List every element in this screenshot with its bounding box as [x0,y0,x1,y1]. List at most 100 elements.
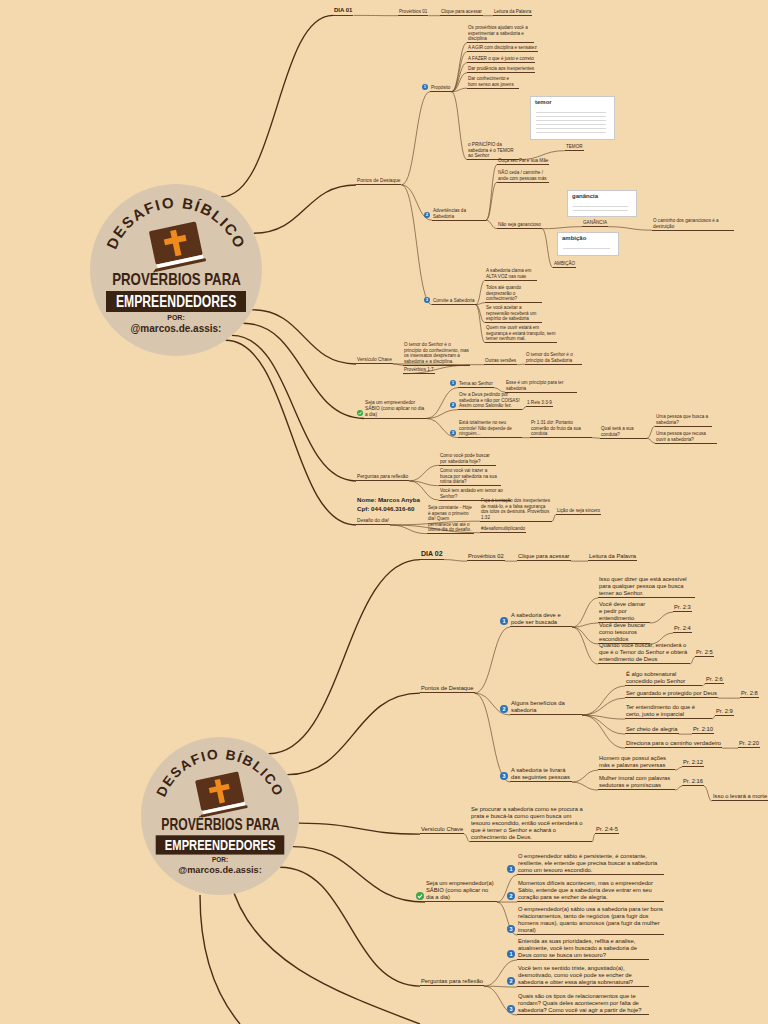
node-text: Seja constante - Hoje é apenas o primeir… [428,505,473,533]
image-card: temor [530,96,615,140]
node-text: Quais são os tipos de relacionamentos qu… [518,993,648,1014]
node-text: Está totalmente no seu controle! Não dep… [459,420,521,437]
branch-connector [409,465,439,481]
callout-number: 3 [500,772,508,780]
logo-row: POR: [141,856,299,862]
node-text: Fuja à tentação dos inexperientes de mat… [481,498,551,520]
logo-text: PROVÉRBIOS PARA [161,816,279,834]
node-text: É algo sobrenatural concedido pelo Senho… [626,671,701,685]
topic-node: Homem que possui ações más e palavras pe… [598,755,675,770]
branch-connector [299,823,420,834]
topic-node: Pr. 2:20 [738,740,760,748]
branch-connector [582,715,625,748]
topic-node: Pr. 2:8 [740,690,759,698]
topic-node: Tema ao Senhor [458,381,494,388]
node-text: Alguns benefícios da sabedoria [511,700,581,714]
node-text: Pr. 2:10 [693,726,713,733]
branch-connector [552,515,556,522]
topic-node: Dar prudência aos inexperientes [467,66,535,73]
topic-node: Seja um empreendedor(a) SÁBIO (como apli… [425,880,497,902]
topic-node: Fuja à tentação dos inexperientes de mat… [480,498,552,522]
topic-node: Clique para acessar [517,553,571,561]
topic-node: Qual será a sua conduta? [600,426,647,439]
node-text: Como você vai trazer a busca por sabedor… [440,468,500,485]
branch-connector [572,782,598,790]
logo-text: @marcos.de.assis: [178,865,262,875]
node-text: A sabedoria te livrará das seguintes pes… [511,767,571,781]
node-text: GANÂNCIA [583,220,607,226]
node-text: Isso quer dizer que está acessível para … [599,576,694,597]
topic-node: Pontos de Destaque [420,685,475,693]
callout-number: 2 [450,402,456,408]
node-text: Perguntas para reflexão [357,474,408,480]
logo-text: PROVÉRBIOS PARA [112,270,241,290]
branch-connector [522,437,530,438]
logo-content: DESAFIO BÍBLICOPROVÉRBIOS PARAEMPREENDED… [90,184,262,356]
node-text: Leitura da Palavra [494,9,531,15]
topic-node: Você deve buscar como tesouros escondido… [598,622,650,644]
branch-connector [476,305,485,343]
branch-connector [650,612,673,623]
node-text: Pr. 2:16 [683,778,703,785]
node-text: Uma pessoa que busca a sabedoria? [656,414,711,425]
branch-connector [572,623,598,627]
node-text: Dar prudência aos inexperientes [468,66,534,72]
node-text: Perguntas para reflexão [421,978,483,985]
branch-connector [401,185,432,220]
node-text: Como você pode buscar por sabedoria hoje… [440,453,495,464]
branch-connector [718,698,740,699]
topic-node: Pr. 2:6 [705,676,724,684]
logo-text: EMPREENDEDORES [165,837,275,854]
branch-connector [542,229,553,268]
node-text: A AGIR com disciplina e sensatez [468,45,537,51]
topic-node: Como você vai trazer a busca por sabedor… [439,468,501,486]
node-text: Ouça seu Pai e sua Mãe [498,158,548,164]
node-text: Propósito [431,85,450,91]
node-text: TEMOR [566,144,583,150]
callout-number: 2 [507,977,515,985]
topic-node: TEMOR [565,144,584,151]
topic-node: Se procurar a sabedoria como se procura … [470,806,592,842]
node-text: Provérbios 02 [468,553,504,560]
topic-node: Alguns benefícios da sabedoria [510,700,582,715]
topic-node: DIA 02 [420,550,444,560]
text-lines [573,203,628,212]
topic-node: Quem me ouvir estará em segurança e esta… [485,325,557,343]
branch-connector [505,561,517,562]
node-text: Se procurar a sabedoria como se procura … [471,806,591,841]
branch-connector [221,15,333,196]
node-text: o PRINCÍPIO da sabedoria é o TEMOR ao Se… [468,142,518,159]
node-text: Ter entendimento do que é certo, justo e… [626,704,711,718]
logo-text: POR: [167,314,185,321]
topic-node: A sabedoria deve e pode ser buscada [510,612,572,627]
topic-node: Não seja ganancioso [497,222,542,229]
topic-node: Pr. 2:12 [682,759,704,767]
node-text: Isso o levará a morte [713,793,767,800]
branch-connector [401,185,432,305]
node-text: Clique para acessar [518,553,570,560]
branch-connector [608,227,652,231]
branch-connector [522,407,526,410]
topic-node: Ouça seu Pai e sua Mãe [497,158,549,165]
branch-connector [293,847,425,902]
node-text: Pr. 2:6 [706,676,723,683]
branch-connector [572,627,598,664]
branch-connector [451,52,467,92]
logo-text: EMPREENDEDORES [116,293,236,311]
topic-node: Ser guardado e protegido por Deus [625,690,718,698]
cross [209,784,230,794]
topic-node: Entenda as suas prioridades, reflita e a… [517,938,649,960]
node-text: Você tem se sentido triste, angustiado(a… [518,965,648,986]
branch-connector [486,182,497,220]
node-text: DIA 02 [421,550,443,558]
topic-node: Isso quer dizer que está acessível para … [598,576,695,598]
branch-connector [353,15,398,16]
node-text: Pontos de Destaque [357,178,400,184]
branch-connector [647,426,655,438]
branch-connector [722,748,738,749]
node-text: Pr. 2:4-5 [596,826,618,833]
branch-connector [428,15,440,16]
callout-number: 1 [422,84,428,90]
